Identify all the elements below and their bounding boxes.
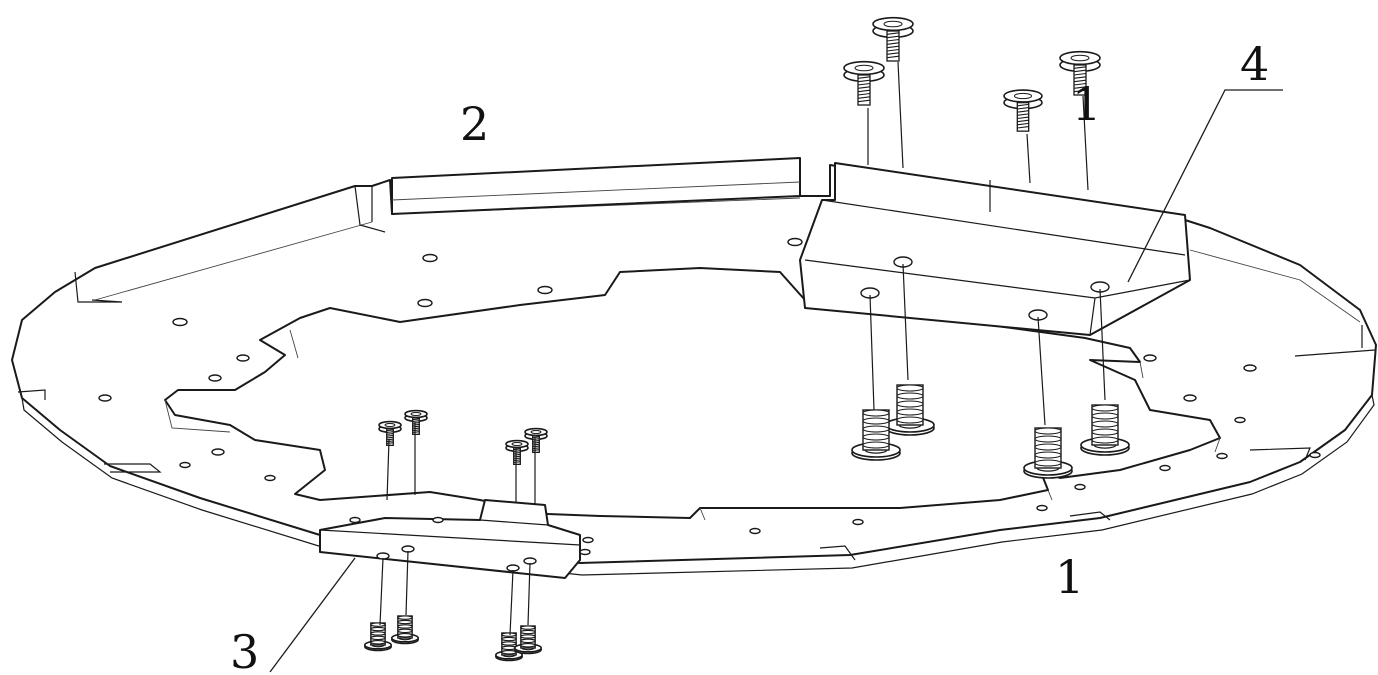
block-4-face bbox=[804, 163, 1191, 336]
screws bbox=[363, 16, 1130, 662]
bushing-small-4 bbox=[513, 625, 542, 655]
center-opening-edge bbox=[164, 267, 1221, 519]
center-opening-depth bbox=[164, 329, 1221, 521]
callout-label-1-bottom: 1 bbox=[1055, 550, 1084, 604]
plate-holes bbox=[98, 237, 1321, 556]
bushing-small-3 bbox=[494, 632, 523, 662]
assembly-axis-lines bbox=[379, 61, 1106, 636]
callout-label-3: 3 bbox=[230, 625, 259, 675]
pan-screw-top-3 bbox=[1059, 50, 1101, 96]
bushing-small-2 bbox=[390, 615, 419, 645]
rim-notch-bottom-right bbox=[819, 511, 1111, 561]
bushing-3 bbox=[1080, 404, 1130, 456]
raised-segment-top bbox=[391, 157, 801, 215]
bushing-small-1 bbox=[363, 622, 392, 652]
pan-screw-small-3 bbox=[505, 439, 529, 466]
leader-3 bbox=[269, 557, 356, 673]
rim-notch-left bbox=[17, 271, 123, 400]
pan-screw-top-4 bbox=[1003, 89, 1043, 132]
pan-screw-small-1 bbox=[378, 420, 402, 447]
mounting-block-3 bbox=[319, 499, 581, 579]
pan-screw-small-2 bbox=[404, 409, 428, 436]
pan-screw-top-2 bbox=[843, 60, 885, 106]
pan-screw-top-1 bbox=[872, 16, 914, 62]
callout-label-2: 2 bbox=[460, 97, 489, 151]
bushing-4 bbox=[1023, 427, 1073, 479]
callout-label-1-top: 1 bbox=[1072, 77, 1101, 131]
rim-notch-right bbox=[1249, 325, 1376, 461]
ring-plate-thickness bbox=[21, 394, 1375, 576]
bushing-2 bbox=[851, 409, 901, 461]
rim-notch-top bbox=[354, 185, 386, 233]
mounting-block-4 bbox=[799, 162, 1191, 336]
center-opening bbox=[164, 267, 1221, 521]
raised-segment-2 bbox=[391, 157, 801, 215]
block-4-top bbox=[799, 162, 1191, 336]
pan-screw-small-4 bbox=[524, 427, 548, 454]
leader-4 bbox=[1127, 89, 1283, 283]
callout-label-4: 4 bbox=[1240, 37, 1269, 91]
block-3-face bbox=[319, 519, 581, 546]
rim-notch-bottom-left bbox=[104, 463, 162, 473]
